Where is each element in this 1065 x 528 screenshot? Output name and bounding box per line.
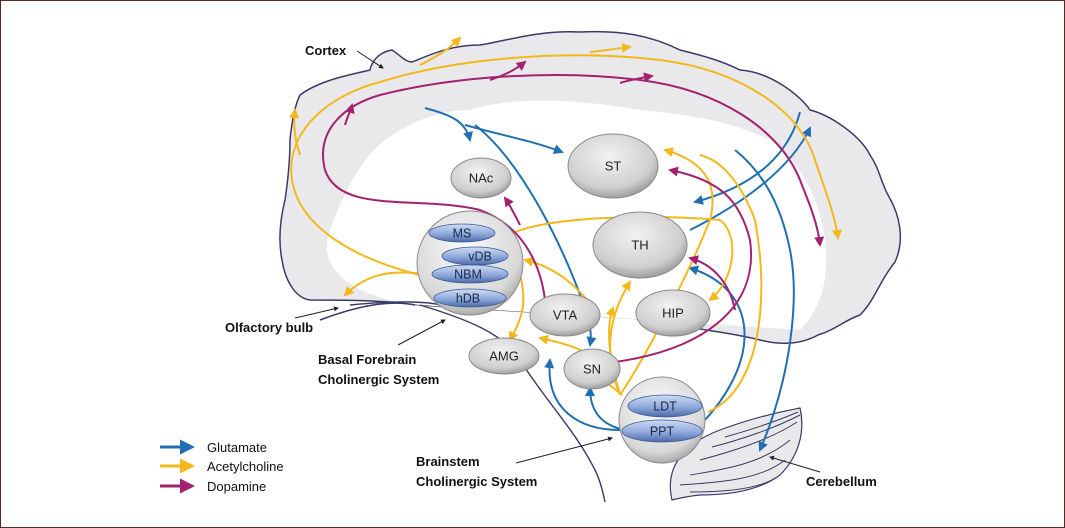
node-amg[interactable]: AMG: [468, 337, 540, 375]
cerebellum-pointer: [769, 455, 821, 473]
legend-label-acetylcholine: Acetylcholine: [207, 459, 284, 474]
label-basal-forebrain-1: Basal Forebrain: [318, 352, 416, 367]
nucleus-ppt-label: PPT: [650, 424, 675, 438]
glutamate-pathways: [424, 107, 812, 452]
legend-item-dopamine: Dopamine: [160, 478, 266, 494]
node-sn[interactable]: SN: [563, 348, 621, 390]
node-nac-label: NAc: [469, 170, 494, 185]
node-sn-label: SN: [583, 361, 601, 376]
node-vta[interactable]: VTA: [529, 293, 601, 337]
cerebellum: [669, 407, 803, 501]
brainstem-outline: [419, 304, 606, 503]
node-st-label: ST: [605, 158, 622, 173]
nucleus-vdb[interactable]: vDB: [441, 246, 509, 266]
nucleus-ms-label: MS: [453, 226, 472, 240]
nucleus-ppt[interactable]: PPT: [621, 419, 703, 443]
legend: Glutamate Acetylcholine Dopamine: [160, 439, 284, 494]
brainstem-pointer: [515, 436, 613, 464]
node-hip[interactable]: HIP: [635, 289, 711, 337]
nucleus-ldt[interactable]: LDT: [627, 394, 703, 418]
legend-item-acetylcholine: Acetylcholine: [160, 458, 284, 474]
label-cortex: Cortex: [305, 43, 347, 58]
label-cerebellum: Cerebellum: [806, 474, 877, 489]
cortex-pointer: [356, 50, 384, 69]
node-st[interactable]: ST: [567, 133, 659, 199]
node-amg-label: AMG: [489, 348, 519, 363]
node-nac[interactable]: NAc: [450, 157, 512, 199]
basal-forebrain-pointer: [397, 319, 446, 346]
label-brainstem-1: Brainstem: [416, 454, 480, 469]
nucleus-ms[interactable]: MS: [428, 223, 496, 243]
dopamine-pathways: [322, 60, 825, 363]
basal-forebrain-system: MS vDB NBM hDB: [416, 210, 524, 316]
node-th[interactable]: TH: [592, 211, 688, 279]
label-basal-forebrain-2: Cholinergic System: [318, 372, 439, 387]
nucleus-hdb[interactable]: hDB: [433, 288, 507, 308]
brainstem-cholinergic-system: LDT PPT: [618, 376, 706, 464]
olfactory-pointer: [294, 306, 339, 319]
legend-label-glutamate: Glutamate: [207, 440, 267, 455]
nucleus-nbm-label: NBM: [454, 267, 482, 281]
node-vta-label: VTA: [553, 307, 578, 322]
legend-label-dopamine: Dopamine: [207, 479, 266, 494]
node-hip-label: HIP: [662, 305, 684, 320]
nucleus-ldt-label: LDT: [653, 399, 677, 413]
node-th-label: TH: [631, 237, 648, 252]
label-olfactory-bulb: Olfactory bulb: [225, 320, 313, 335]
nucleus-vdb-label: vDB: [468, 249, 492, 263]
nucleus-nbm[interactable]: NBM: [431, 264, 509, 284]
nucleus-hdb-label: hDB: [456, 291, 480, 305]
legend-item-glutamate: Glutamate: [160, 439, 267, 455]
label-brainstem-2: Cholinergic System: [416, 474, 537, 489]
